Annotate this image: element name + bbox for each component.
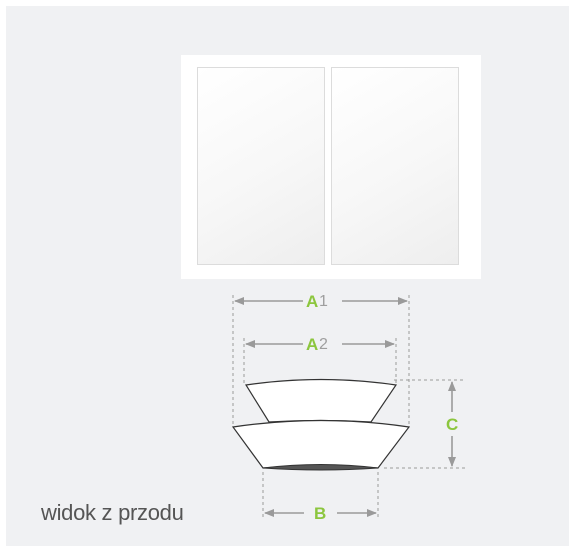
label-b: B: [314, 504, 327, 523]
lower-tier-shape: [231, 419, 411, 469]
view-caption: widok z przodu: [41, 500, 184, 525]
label-a2-number: 2: [319, 336, 328, 353]
window-pane-left: [197, 67, 325, 265]
label-a1-number: 1: [319, 293, 328, 310]
base-shadow-shape: [262, 464, 379, 471]
diagram-canvas: A 1 A 2 C B widok z przodu: [6, 6, 569, 546]
window-pane-right: [331, 67, 459, 265]
label-a2-letter: A: [306, 335, 319, 354]
upper-tier-shape: [245, 378, 398, 423]
dimension-drawing: [231, 295, 466, 520]
window-frame: [181, 55, 481, 279]
label-a1-letter: A: [306, 292, 319, 311]
label-c: C: [446, 415, 459, 434]
